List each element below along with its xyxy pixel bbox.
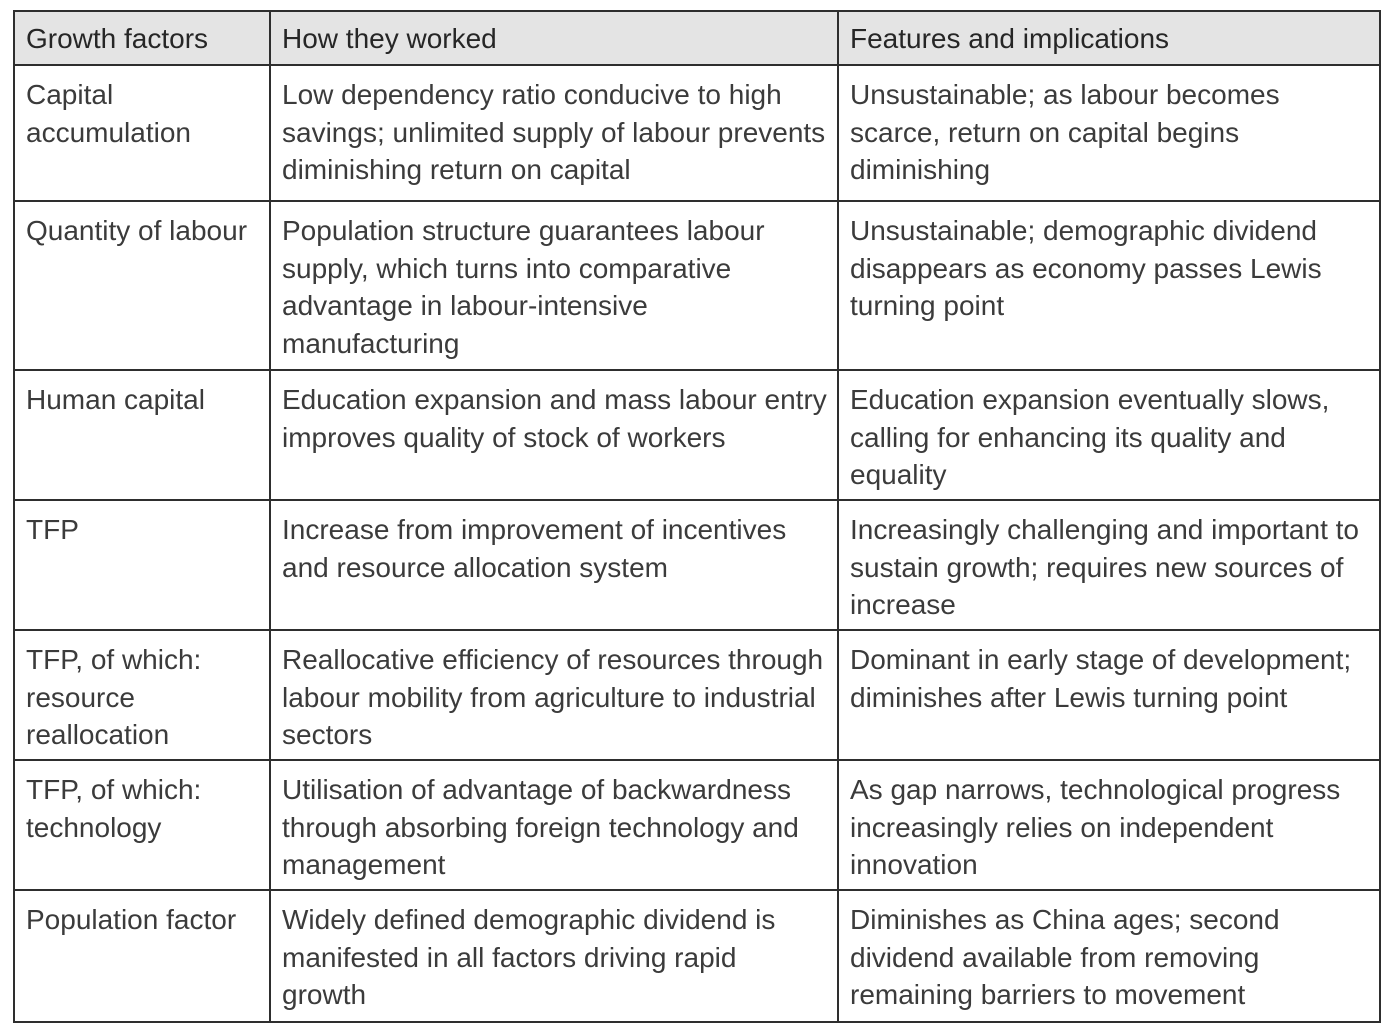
- growth-factor-cell: TFP: [13, 499, 271, 631]
- features-implications-cell: Increasingly challenging and important t…: [837, 499, 1381, 631]
- header-row: Growth factors How they worked Features …: [13, 10, 1381, 66]
- table-body: Capital accumulation Low dependency rati…: [13, 64, 1381, 1023]
- header-growth-factors: Growth factors: [13, 10, 271, 66]
- how-they-worked-cell: Increase from improvement of incentives …: [269, 499, 839, 631]
- how-they-worked-cell: Low dependency ratio conducive to high s…: [269, 64, 839, 202]
- growth-factor-cell: Population factor: [13, 889, 271, 1023]
- table-row: Population factor Widely defined demogra…: [13, 889, 1381, 1023]
- table-header: Growth factors How they worked Features …: [13, 10, 1381, 66]
- table-row: TFP Increase from improvement of incenti…: [13, 499, 1381, 631]
- features-implications-cell: As gap narrows, technological progress i…: [837, 759, 1381, 891]
- growth-factor-cell: Human capital: [13, 369, 271, 501]
- growth-factor-cell: TFP, of which: technology: [13, 759, 271, 891]
- how-they-worked-cell: Population structure guarantees labour s…: [269, 200, 839, 371]
- features-implications-cell: Unsustainable; demographic dividend disa…: [837, 200, 1381, 371]
- table-row: Quantity of labour Population structure …: [13, 200, 1381, 371]
- how-they-worked-cell: Reallocative efficiency of resources thr…: [269, 629, 839, 761]
- how-they-worked-cell: Utilisation of advantage of backwardness…: [269, 759, 839, 891]
- features-implications-cell: Diminishes as China ages; second dividen…: [837, 889, 1381, 1023]
- features-implications-cell: Unsustainable; as labour becomes scarce,…: [837, 64, 1381, 202]
- table-row: TFP, of which: technology Utilisation of…: [13, 759, 1381, 891]
- table-row: TFP, of which: resource reallocation Rea…: [13, 629, 1381, 761]
- features-implications-cell: Dominant in early stage of development; …: [837, 629, 1381, 761]
- growth-factors-table: Growth factors How they worked Features …: [13, 10, 1381, 1023]
- growth-factors-table-container: Growth factors How they worked Features …: [13, 10, 1381, 1023]
- table-row: Human capital Education expansion and ma…: [13, 369, 1381, 501]
- table-row: Capital accumulation Low dependency rati…: [13, 64, 1381, 202]
- header-features-and-implications: Features and implications: [837, 10, 1381, 66]
- growth-factor-cell: Quantity of labour: [13, 200, 271, 371]
- features-implications-cell: Education expansion eventually slows, ca…: [837, 369, 1381, 501]
- growth-factor-cell: Capital accumulation: [13, 64, 271, 202]
- growth-factor-cell: TFP, of which: resource reallocation: [13, 629, 271, 761]
- how-they-worked-cell: Widely defined demographic dividend is m…: [269, 889, 839, 1023]
- header-how-they-worked: How they worked: [269, 10, 839, 66]
- how-they-worked-cell: Education expansion and mass labour entr…: [269, 369, 839, 501]
